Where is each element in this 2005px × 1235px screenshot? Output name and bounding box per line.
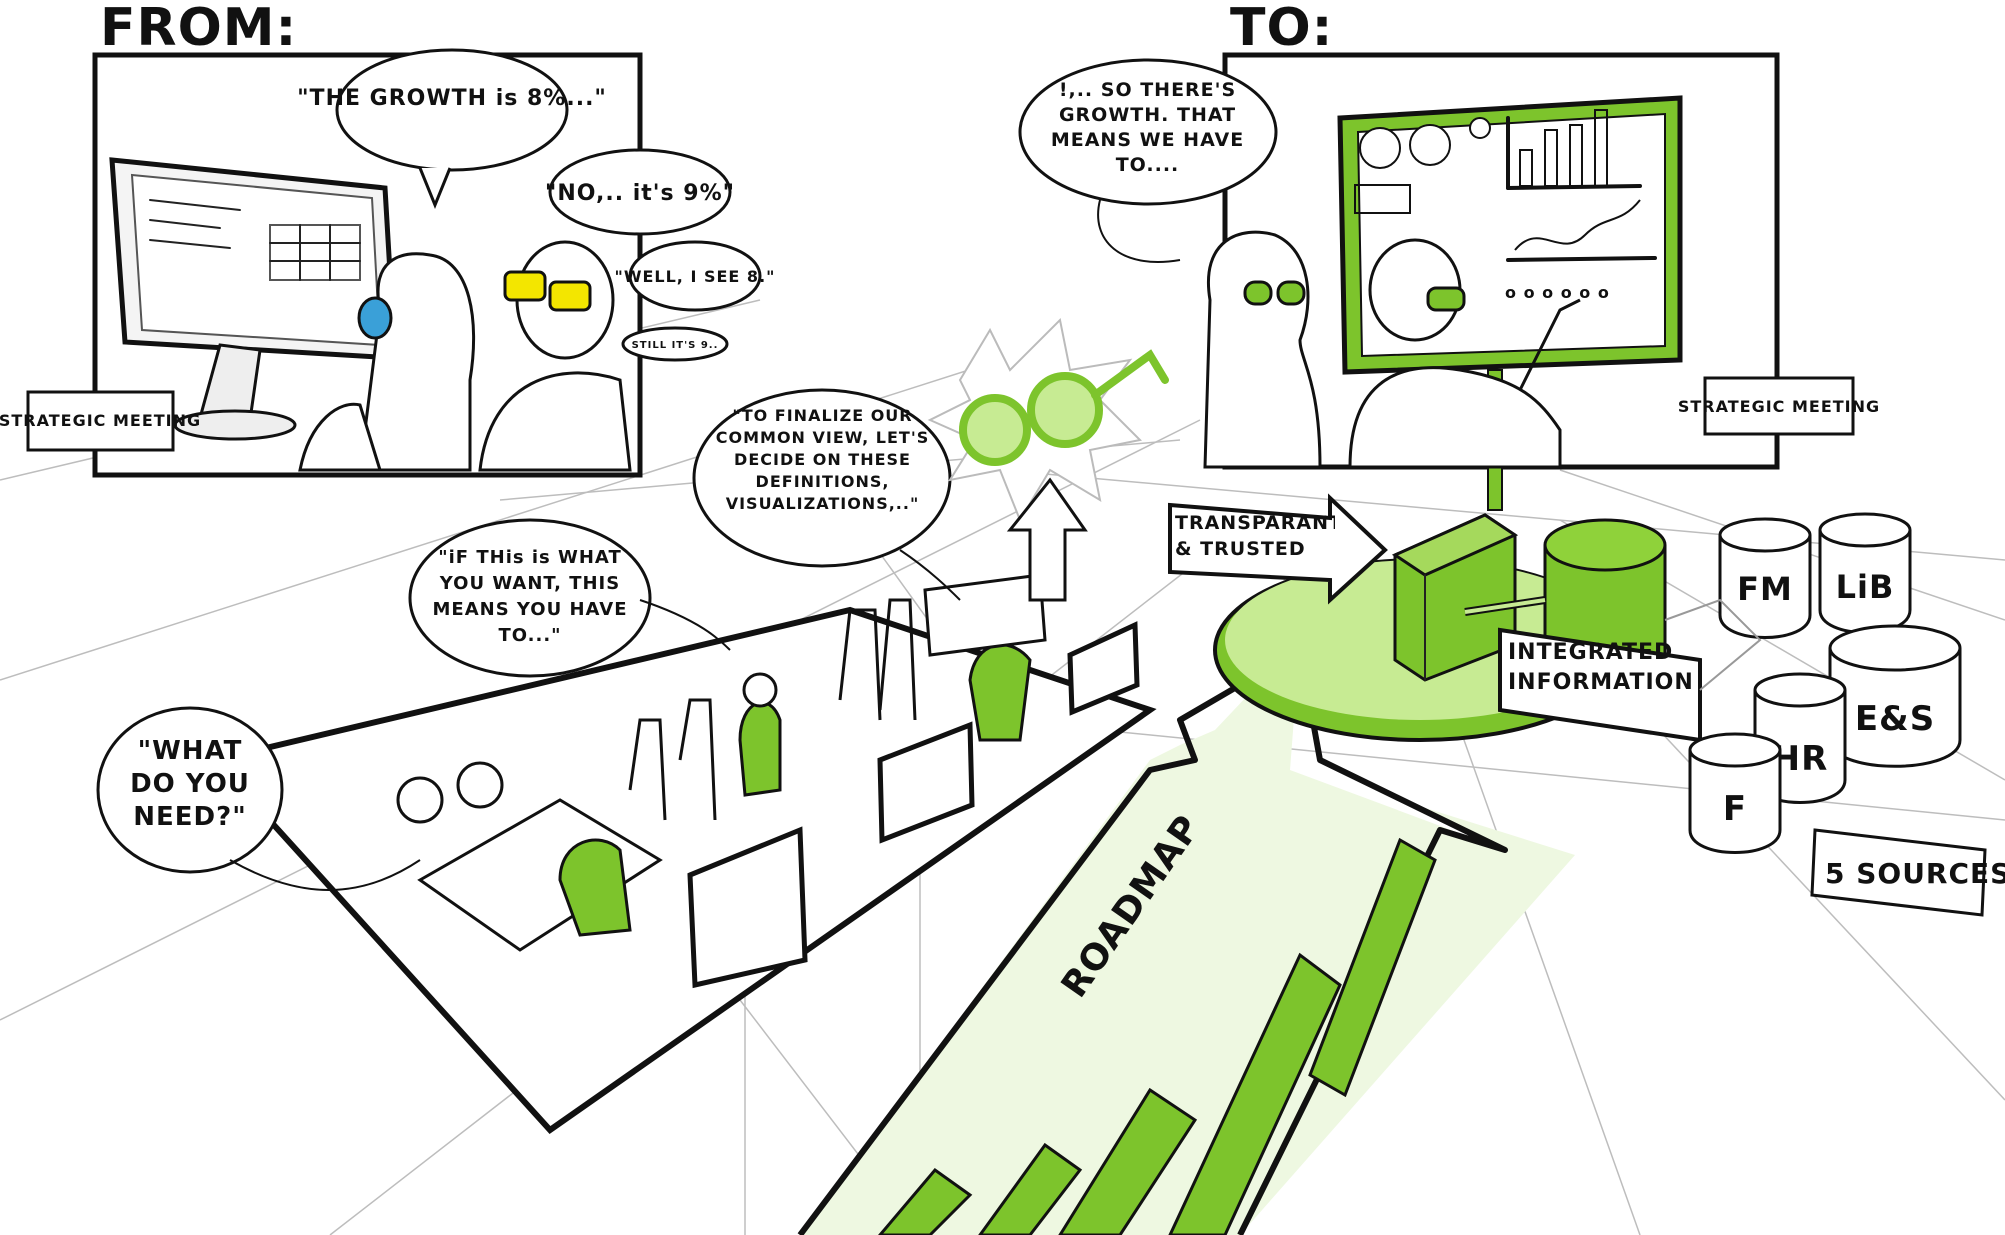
from-panel: FROM: bbox=[0, 0, 775, 475]
to-panel: TO: o o o o o o bbox=[1020, 0, 1880, 510]
bubble-still-nine: STILL IT'S 9.. bbox=[623, 328, 727, 360]
green-glasses-icon bbox=[1245, 282, 1271, 304]
bubble-finalize-text: "TO FINALIZE OUR COMMON VIEW, LET'S DECI… bbox=[710, 405, 935, 515]
svg-text:5 SOURCES: 5 SOURCES bbox=[1825, 857, 2005, 890]
database-cylinder-icon-es: E&S bbox=[1830, 626, 1960, 766]
svg-text:LiB: LiB bbox=[1836, 568, 1895, 606]
transparant-trusted-text: TRANSPARANT & TRUSTED bbox=[1175, 510, 1335, 562]
to-strategic-meeting-label: STRATEGIC MEETING bbox=[1678, 378, 1880, 434]
bubble-nine: "NO,.. it's 9%" bbox=[545, 150, 735, 234]
svg-text:STRATEGIC MEETING: STRATEGIC MEETING bbox=[1678, 397, 1880, 416]
bubble-finalize: "TO FINALIZE OUR COMMON VIEW, LET'S DECI… bbox=[694, 390, 960, 600]
yellow-glasses-icon bbox=[505, 272, 545, 300]
bubble-see-eight-text: "WELL, I SEE 8." bbox=[615, 267, 776, 286]
database-cylinder-icon-f: F bbox=[1690, 734, 1780, 853]
from-strategic-meeting-label: STRATEGIC MEETING bbox=[0, 392, 201, 450]
woman-green-glasses-figure bbox=[1205, 232, 1320, 467]
blue-glasses-icon bbox=[359, 298, 391, 338]
bubble-what-need-text: "WHAT DO YOU NEED?" bbox=[115, 735, 265, 834]
svg-text:FM: FM bbox=[1737, 570, 1793, 608]
integrated-information-label: INTEGRATED INFORMATION bbox=[1500, 630, 1700, 740]
bubble-still-nine-text: STILL IT'S 9.. bbox=[632, 340, 719, 351]
database-cylinder-icon-lib: LiB bbox=[1820, 514, 1910, 633]
green-glasses-burst bbox=[930, 320, 1165, 600]
database-cylinder-icon-fm: FM bbox=[1720, 519, 1810, 638]
bubble-so-growth-text: !,.. SO THERE'S GROWTH. THAT MEANS WE HA… bbox=[1045, 78, 1250, 178]
sources-caption: 5 SOURCES bbox=[1812, 830, 2005, 915]
from-heading: FROM: bbox=[100, 0, 297, 58]
svg-text:E&S: E&S bbox=[1855, 699, 1935, 739]
bubble-growth-text: "THE GROWTH is 8%..." bbox=[297, 86, 607, 111]
bubble-nine-text: "NO,.. it's 9%" bbox=[545, 181, 735, 206]
svg-text:F: F bbox=[1723, 789, 1747, 829]
svg-text:STRATEGIC MEETING: STRATEGIC MEETING bbox=[0, 411, 201, 430]
bubble-if-want-text: "iF THis is WHAT YOU WANT, THIS MEANS YO… bbox=[430, 545, 630, 649]
to-heading: TO: bbox=[1230, 0, 1333, 58]
screen-dots: o o o o o o bbox=[1505, 283, 1610, 302]
source-databases: FM LiB E&S HR F bbox=[1665, 514, 1960, 853]
big-green-glasses-icon bbox=[963, 398, 1027, 462]
